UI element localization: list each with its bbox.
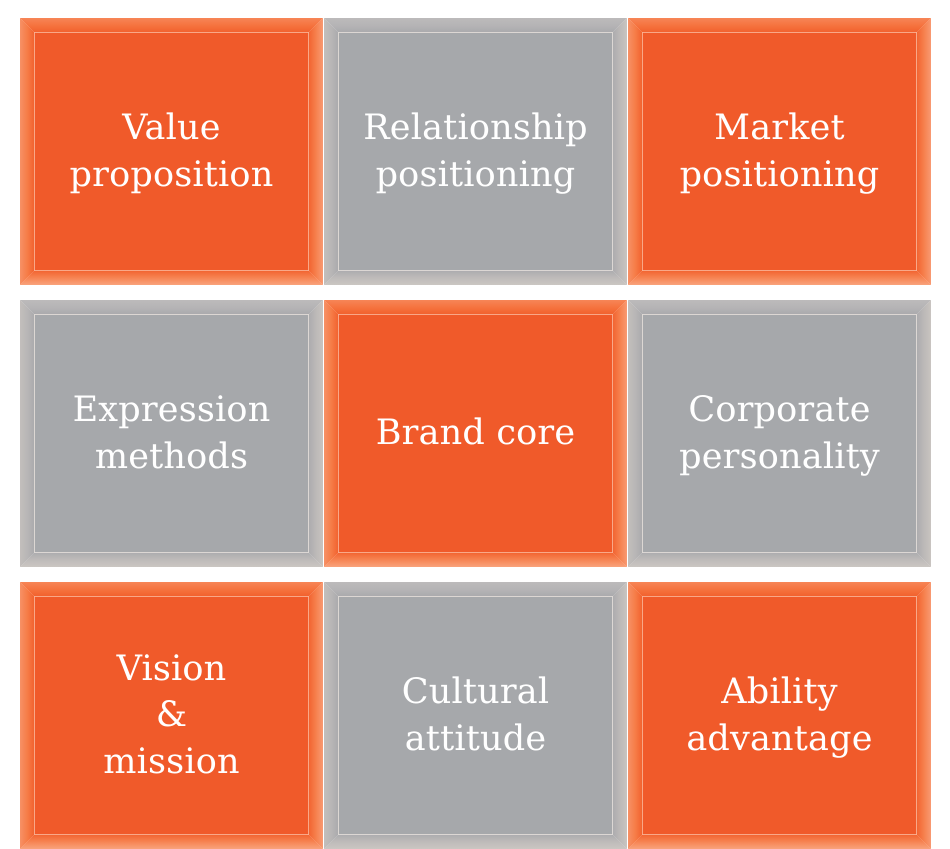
matrix-cell-panel: Brand core [339, 315, 612, 552]
bevel-right-edge [612, 18, 627, 285]
matrix-cell-market-positioning[interactable]: Market positioning [628, 18, 931, 285]
bevel-bottom-edge [628, 552, 931, 567]
bevel-bottom-edge [324, 270, 627, 285]
bevel-top-edge [324, 18, 627, 33]
matrix-cell-panel: Vision & mission [35, 597, 308, 834]
bevel-right-edge [308, 300, 323, 567]
bevel-top-edge [20, 582, 323, 597]
bevel-bottom-edge [20, 834, 323, 849]
bevel-right-edge [612, 300, 627, 567]
bevel-right-edge [612, 582, 627, 849]
bevel-bottom-edge [628, 834, 931, 849]
bevel-left-edge [20, 300, 35, 567]
bevel-top-edge [628, 18, 931, 33]
bevel-top-edge [628, 582, 931, 597]
bevel-right-edge [308, 18, 323, 285]
matrix-cell-ability-advantage[interactable]: Ability advantage [628, 582, 931, 849]
matrix-cell-panel: Relationship positioning [339, 33, 612, 270]
bevel-right-edge [916, 300, 931, 567]
bevel-top-edge [20, 300, 323, 315]
bevel-top-edge [324, 300, 627, 315]
matrix-cell-label: Ability advantage [686, 672, 873, 759]
matrix-cell-label: Market positioning [679, 108, 880, 195]
matrix-cell-label: Cultural attitude [401, 672, 550, 759]
matrix-cell-expression-methods[interactable]: Expression methods [20, 300, 323, 567]
matrix-cell-label: Relationship positioning [363, 108, 588, 195]
matrix-cell-cultural-attitude[interactable]: Cultural attitude [324, 582, 627, 849]
matrix-cell-panel: Market positioning [643, 33, 916, 270]
bevel-left-edge [628, 300, 643, 567]
bevel-bottom-edge [324, 552, 627, 567]
matrix-cell-panel: Expression methods [35, 315, 308, 552]
matrix-cell-corporate-personality[interactable]: Corporate personality [628, 300, 931, 567]
bevel-bottom-edge [324, 834, 627, 849]
bevel-top-edge [20, 18, 323, 33]
matrix-cell-label: Expression methods [72, 390, 271, 477]
bevel-bottom-edge [20, 270, 323, 285]
bevel-bottom-edge [20, 552, 323, 567]
bevel-bottom-edge [628, 270, 931, 285]
bevel-right-edge [916, 18, 931, 285]
matrix-cell-label: Brand core [375, 413, 576, 454]
bevel-left-edge [20, 582, 35, 849]
brand-core-matrix: Value proposition Relationship positioni… [0, 0, 950, 830]
matrix-cell-panel: Cultural attitude [339, 597, 612, 834]
matrix-cell-panel: Corporate personality [643, 315, 916, 552]
matrix-cell-label: Corporate personality [679, 390, 880, 477]
matrix-cell-panel: Value proposition [35, 33, 308, 270]
bevel-right-edge [308, 582, 323, 849]
bevel-top-edge [628, 300, 931, 315]
bevel-left-edge [20, 18, 35, 285]
bevel-left-edge [628, 582, 643, 849]
bevel-right-edge [916, 582, 931, 849]
matrix-cell-vision-and-mission[interactable]: Vision & mission [20, 582, 323, 849]
matrix-cell-label: Vision & mission [103, 649, 240, 782]
bevel-left-edge [324, 582, 339, 849]
bevel-left-edge [628, 18, 643, 285]
bevel-left-edge [324, 18, 339, 285]
matrix-cell-relationship-positioning[interactable]: Relationship positioning [324, 18, 627, 285]
matrix-cell-brand-core[interactable]: Brand core [324, 300, 627, 567]
bevel-left-edge [324, 300, 339, 567]
bevel-top-edge [324, 582, 627, 597]
matrix-cell-value-proposition[interactable]: Value proposition [20, 18, 323, 285]
matrix-cell-label: Value proposition [69, 108, 274, 195]
matrix-cell-panel: Ability advantage [643, 597, 916, 834]
